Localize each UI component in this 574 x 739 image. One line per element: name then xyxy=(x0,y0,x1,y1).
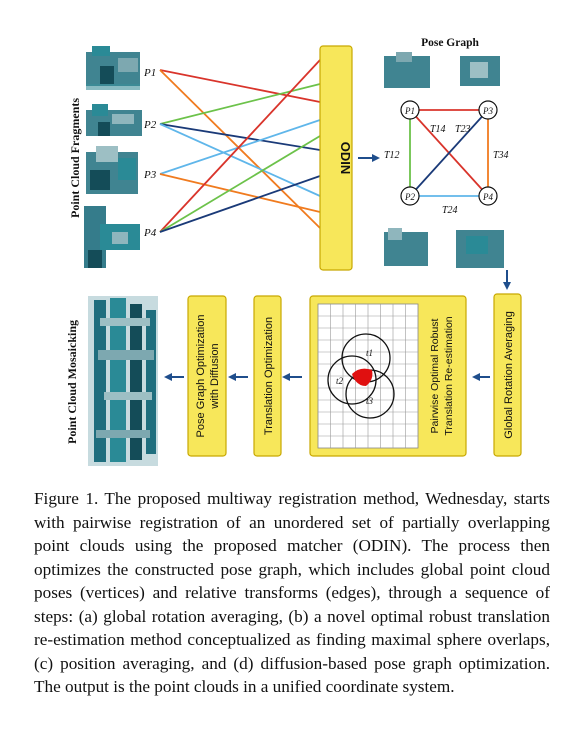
caption-text: The proposed multiway registration metho… xyxy=(34,489,550,696)
circle-label-t3: t3 xyxy=(366,396,374,406)
odin-box xyxy=(319,45,353,271)
edge-label-t24: T24 xyxy=(442,205,458,216)
odin-label: ODIN xyxy=(338,142,353,175)
fragment-p2-cloud xyxy=(86,104,142,136)
circle-label-t2: t2 xyxy=(336,376,344,386)
svg-text:P3: P3 xyxy=(482,106,493,116)
pose-graph-cloud-top-left xyxy=(384,52,430,88)
edge-label-t34: T34 xyxy=(493,150,509,161)
fragment-p1-cloud xyxy=(86,46,140,90)
graph-node-p2: P2 xyxy=(400,186,420,206)
edge-label-t23: T23 xyxy=(455,124,471,135)
pose-graph-title: Pose Graph xyxy=(421,37,479,49)
circle-label-t1: t1 xyxy=(366,348,373,358)
step-label-rotation-averaging: Global Rotation Averaging xyxy=(503,311,515,439)
figure-diagram: Point Cloud Fragments P1 P2 P3 P4 xyxy=(65,37,522,466)
overlap-region xyxy=(352,368,373,386)
step-label-translation-reestimation-line2: Translation Re-estimation xyxy=(443,316,455,435)
fragment-p3-cloud xyxy=(86,146,138,194)
figure-caption: Figure 1. The proposed multiway registra… xyxy=(34,487,550,699)
graph-node-p4: P4 xyxy=(478,186,498,206)
step-label-pose-graph-optimization-line2: with Diffusion xyxy=(209,343,221,409)
svg-text:P2: P2 xyxy=(404,192,415,202)
graph-node-p3: P3 xyxy=(478,100,498,120)
step-label-pose-graph-optimization-line1: Pose Graph Optimization xyxy=(195,315,207,438)
caption-label: Figure 1. xyxy=(34,489,99,508)
edge-label-t12: T12 xyxy=(384,150,400,161)
pose-graph-cloud-bottom-left xyxy=(384,228,428,266)
step-label-translation-optimization: Translation Optimization xyxy=(263,317,275,435)
fragments-column-label: Point Cloud Fragments xyxy=(68,98,82,218)
graph-node-p1: P1 xyxy=(400,100,420,120)
pose-graph-cloud-bottom-right xyxy=(456,230,504,268)
mosaicked-point-cloud xyxy=(88,296,158,466)
output-label: Point Cloud Mosaicking xyxy=(65,320,79,444)
svg-text:P1: P1 xyxy=(404,106,415,116)
svg-text:P4: P4 xyxy=(482,192,493,202)
step-label-translation-reestimation-line1: Pairwise Optimal Robust xyxy=(429,318,441,433)
fragment-label-p1: P1 xyxy=(143,67,156,79)
step-box-rotation-averaging xyxy=(493,293,522,457)
step-box-translation-optimization xyxy=(253,295,282,457)
fragment-p4-cloud xyxy=(84,206,140,268)
pair-lines xyxy=(159,59,321,233)
pose-graph-edges xyxy=(409,109,489,197)
fragment-label-p4: P4 xyxy=(143,227,157,239)
edge-label-t14: T14 xyxy=(430,124,446,135)
pose-graph-cloud-top-right xyxy=(460,56,500,86)
fragment-label-p2: P2 xyxy=(143,119,157,131)
step-box-pose-graph-optimization xyxy=(187,295,227,457)
fragment-label-p3: P3 xyxy=(143,169,157,181)
